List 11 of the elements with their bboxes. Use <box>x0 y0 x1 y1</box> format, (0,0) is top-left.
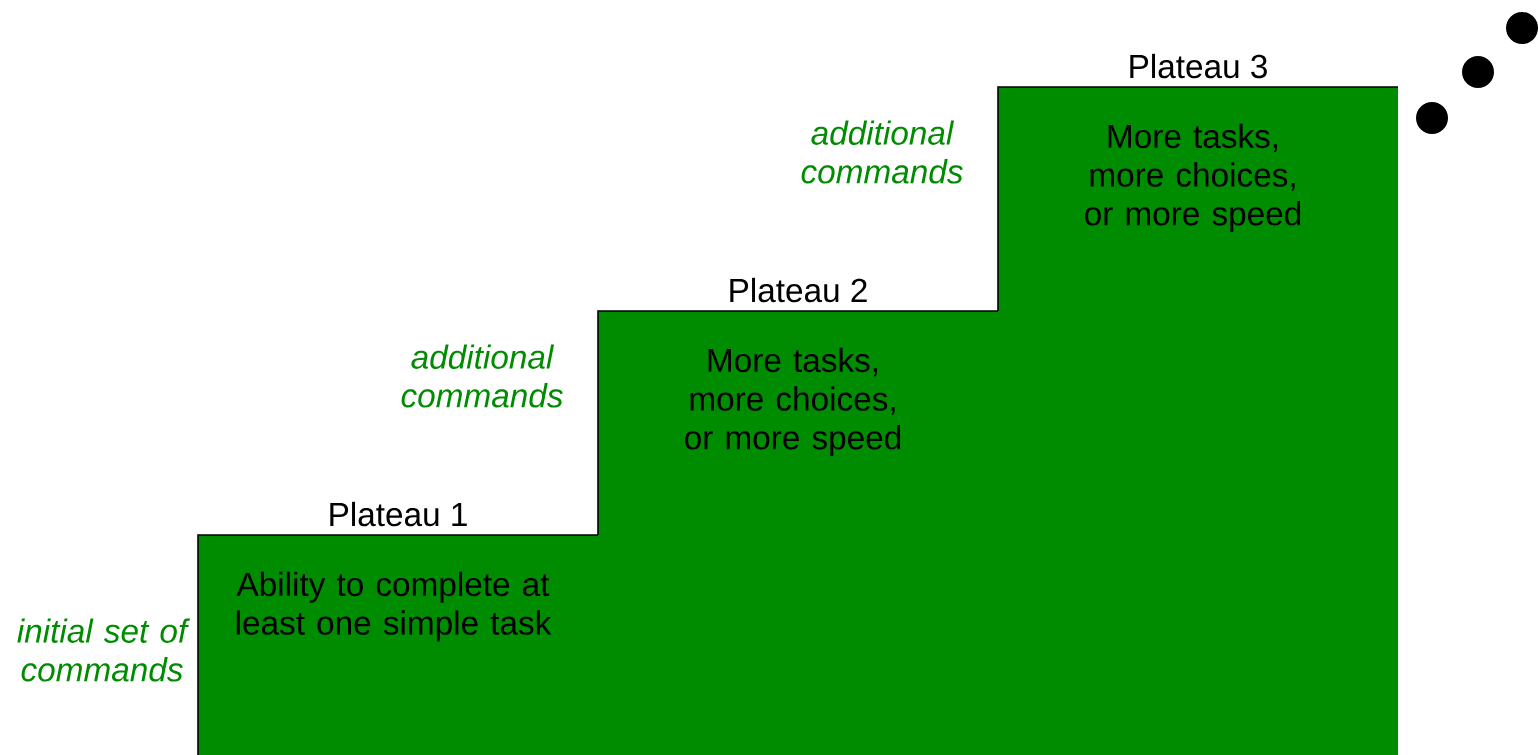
node-label: More tasks, more choices, or more speed <box>685 347 901 457</box>
step-block: Plateau 3 More tasks, more choices, or more speed <box>997 53 1399 755</box>
side-note: additional commands <box>401 344 563 408</box>
node-label: More tasks, more choices, or more speed <box>1085 123 1301 233</box>
step-block: Plateau 1 Ability to complete at least one simple task <box>197 501 599 755</box>
side-note: additional commands <box>801 120 963 184</box>
node-label: Plateau 3 <box>1130 53 1267 79</box>
node-label: Plateau 1 <box>330 501 467 527</box>
node-label: Plateau 2 <box>730 277 867 303</box>
node-label: Ability to complete at least one simple task <box>236 571 552 642</box>
step-block: Plateau 2 More tasks, more choices, or more speed <box>597 277 999 755</box>
